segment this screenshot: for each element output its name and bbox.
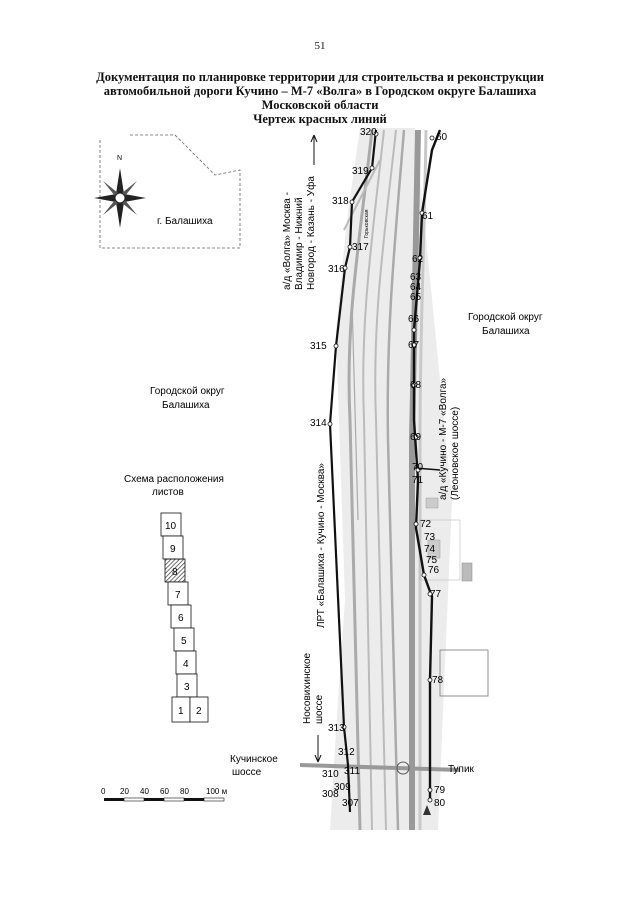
svg-text:шоссе: шоссе	[314, 694, 325, 724]
svg-text:315: 315	[310, 341, 327, 352]
svg-text:78: 78	[432, 675, 444, 686]
right-point-markers	[411, 135, 435, 803]
svg-text:60: 60	[436, 132, 448, 143]
svg-text:319: 319	[352, 166, 369, 177]
city-label: г. Балашиха	[157, 216, 213, 227]
title-line-4: Чертеж красных линий	[253, 112, 387, 126]
svg-text:72: 72	[420, 519, 432, 530]
page-number: 51	[314, 40, 326, 52]
svg-text:314: 314	[310, 418, 327, 429]
svg-text:320: 320	[360, 127, 377, 138]
svg-text:а/д «Кучино - М-7 «Волга»: а/д «Кучино - М-7 «Волга»	[438, 377, 449, 500]
sheet-scheme-title-2: листов	[152, 487, 184, 498]
scale-bar: 0 20 40 60 80 100 м	[101, 787, 227, 802]
sheet-5: 5	[181, 636, 187, 647]
kuchino-road-label: а/д «Кучино - М-7 «Волга» (Леоновское шо…	[438, 377, 461, 500]
svg-text:65: 65	[410, 292, 422, 303]
svg-text:64: 64	[410, 282, 422, 293]
svg-text:318: 318	[332, 196, 349, 207]
svg-text:75: 75	[426, 555, 438, 566]
overview-map: N г. Балашиха	[94, 134, 241, 249]
sheet-8: 8	[172, 567, 178, 578]
svg-text:67: 67	[408, 340, 420, 351]
direction-arrow-up-icon	[310, 134, 318, 165]
svg-text:61: 61	[422, 211, 434, 222]
sheet-7: 7	[175, 590, 181, 601]
svg-text:76: 76	[428, 565, 440, 576]
svg-text:309: 309	[334, 782, 351, 793]
svg-text:312: 312	[338, 747, 355, 758]
svg-text:73: 73	[424, 532, 436, 543]
kuchino-road-name-1: Кучинское	[230, 754, 278, 765]
svg-text:313: 313	[328, 723, 345, 734]
svg-text:311: 311	[344, 766, 360, 777]
compass-rose-icon	[94, 168, 146, 228]
tupik-label: Тупик	[448, 764, 475, 775]
direction-arrow-down-icon	[314, 735, 322, 763]
svg-text:74: 74	[424, 544, 436, 555]
svg-text:77: 77	[430, 589, 442, 600]
highway-m7-label: а/д «Волга» Москва - Владимир - Нижний Н…	[282, 176, 317, 290]
svg-text:20: 20	[120, 787, 129, 796]
svg-text:80: 80	[434, 798, 446, 809]
sheet-1: 1	[178, 706, 184, 717]
svg-text:100 м: 100 м	[206, 787, 227, 796]
north-label: N	[117, 155, 122, 162]
kuchino-road-name-2: шоссе	[232, 767, 262, 778]
title-line-1: Документация по планировке территории дл…	[96, 70, 544, 84]
district-left-label-1: Городской округ	[150, 386, 225, 397]
right-point-labels: 60 61 62 63 64 65 66 67 68 69 70 71 72 7…	[408, 132, 448, 809]
small-road-label: Горьковская	[364, 209, 370, 238]
district-right-label-1: Городской округ	[468, 312, 543, 323]
svg-text:а/д «Волга» Москва -: а/д «Волга» Москва -	[282, 192, 293, 290]
left-point-labels: 320 319 318 317 316 315 314 313 312 311 …	[310, 127, 377, 809]
title-line-2: автомобильной дороги Кучино – М-7 «Волга…	[103, 84, 537, 98]
sheet-scheme: Схема расположения листов 10 9 8 7 6 5 4…	[124, 474, 224, 723]
svg-text:308: 308	[322, 789, 339, 800]
svg-text:Носовихинское: Носовихинское	[302, 652, 313, 724]
svg-text:317: 317	[352, 242, 369, 253]
sheet-6: 6	[178, 613, 184, 624]
svg-text:79: 79	[434, 785, 446, 796]
svg-text:66: 66	[408, 314, 420, 325]
sheet-4: 4	[183, 659, 189, 670]
district-left-label-2: Балашиха	[162, 400, 210, 411]
svg-text:69: 69	[410, 432, 422, 443]
district-right-label-2: Балашиха	[482, 326, 530, 337]
svg-text:71: 71	[412, 475, 424, 486]
sheet-scheme-title-1: Схема расположения	[124, 474, 224, 485]
svg-text:(Леоновское шоссе): (Леоновское шоссе)	[450, 407, 461, 500]
lrt-label: ЛРТ «Балашиха - Кучино - Москва»	[316, 463, 327, 628]
svg-text:40: 40	[140, 787, 149, 796]
svg-text:Владимир - Нижний: Владимир - Нижний	[294, 197, 305, 290]
svg-text:70: 70	[412, 462, 424, 473]
left-point-markers	[327, 131, 379, 730]
svg-text:0: 0	[101, 787, 106, 796]
sheet-9: 9	[170, 544, 176, 555]
svg-text:316: 316	[328, 264, 345, 275]
title-line-3: Московской области	[261, 98, 379, 112]
svg-text:307: 307	[342, 798, 359, 809]
svg-text:60: 60	[160, 787, 169, 796]
sheet-10: 10	[165, 521, 177, 532]
svg-text:80: 80	[180, 787, 189, 796]
svg-text:62: 62	[412, 254, 424, 265]
svg-text:310: 310	[322, 769, 339, 780]
sheet-3: 3	[184, 682, 190, 693]
road-corridor	[299, 128, 489, 831]
nosovikha-label: Носовихинское шоссе	[302, 652, 325, 724]
svg-text:63: 63	[410, 272, 422, 283]
svg-text:68: 68	[410, 380, 422, 391]
svg-text:Новгород - Казань - Уфа: Новгород - Казань - Уфа	[305, 176, 317, 290]
sheet-2: 2	[196, 706, 202, 717]
